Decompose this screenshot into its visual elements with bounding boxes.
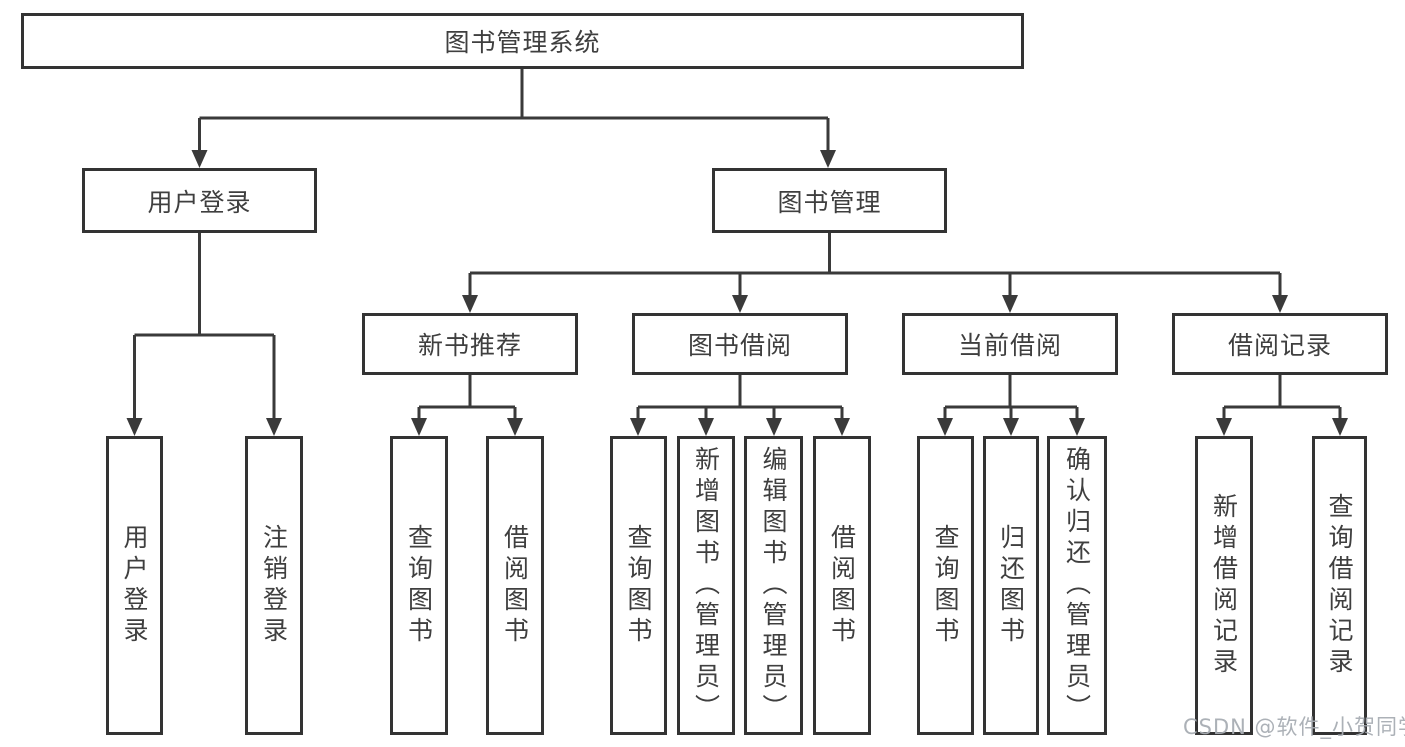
leaf-add-borrow-record: 新增借阅记录 — [1195, 436, 1253, 735]
node-label: 查询图书 — [624, 523, 653, 648]
node-label: 注销登录 — [259, 523, 289, 648]
node-book-management: 图书管理 — [712, 168, 947, 233]
node-current-borrow: 当前借阅 — [902, 313, 1118, 375]
leaf-add-books-admin: 新增图书（管理员） — [677, 436, 735, 735]
node-label: 编辑图书（管理员） — [759, 446, 788, 725]
node-label: 归还图书 — [996, 523, 1026, 648]
node-label: 借阅图书 — [500, 523, 530, 648]
node-label: 新书推荐 — [417, 331, 522, 360]
node-label: 当前借阅 — [957, 331, 1062, 360]
leaf-edit-books-admin: 编辑图书（管理员） — [744, 436, 803, 735]
leaf-logout: 注销登录 — [245, 436, 303, 735]
leaf-query-borrow-record: 查询借阅记录 — [1312, 436, 1367, 735]
node-label: 新增图书（管理员） — [691, 446, 721, 725]
node-label: 确认归还（管理员） — [1062, 446, 1092, 725]
leaf-query-books-recommend: 查询图书 — [390, 436, 448, 735]
leaf-user-login: 用户登录 — [106, 436, 163, 735]
leaf-query-books-borrow: 查询图书 — [610, 436, 667, 735]
node-label: 新增借阅记录 — [1209, 492, 1239, 679]
node-user-login: 用户登录 — [82, 168, 317, 233]
node-label: 用户登录 — [120, 523, 149, 648]
node-label: 借阅记录 — [1227, 331, 1332, 360]
node-label: 查询图书 — [931, 523, 960, 648]
node-label: 图书管理 — [777, 187, 882, 217]
node-book-borrow: 图书借阅 — [632, 313, 848, 375]
arrowheads — [126, 150, 1348, 436]
node-label: 用户登录 — [147, 187, 252, 217]
node-borrow-records: 借阅记录 — [1172, 313, 1388, 375]
leaf-borrow-books-recommend: 借阅图书 — [486, 436, 544, 735]
node-label: 图书管理系统 — [444, 28, 601, 57]
node-library-management-system: 图书管理系统 — [21, 13, 1024, 69]
leaf-query-books-current: 查询图书 — [917, 436, 974, 735]
node-label: 查询图书 — [404, 523, 434, 648]
watermark: CSDN @软件_小贺同学 — [1183, 715, 1405, 739]
node-label: 借阅图书 — [827, 523, 857, 648]
node-label: 图书借阅 — [687, 331, 792, 360]
leaf-return-books: 归还图书 — [983, 436, 1039, 735]
leaf-confirm-return-admin: 确认归还（管理员） — [1047, 436, 1107, 735]
node-label: 查询借阅记录 — [1325, 492, 1354, 679]
node-new-book-recommend: 新书推荐 — [362, 313, 578, 375]
leaf-borrow-books: 借阅图书 — [813, 436, 871, 735]
